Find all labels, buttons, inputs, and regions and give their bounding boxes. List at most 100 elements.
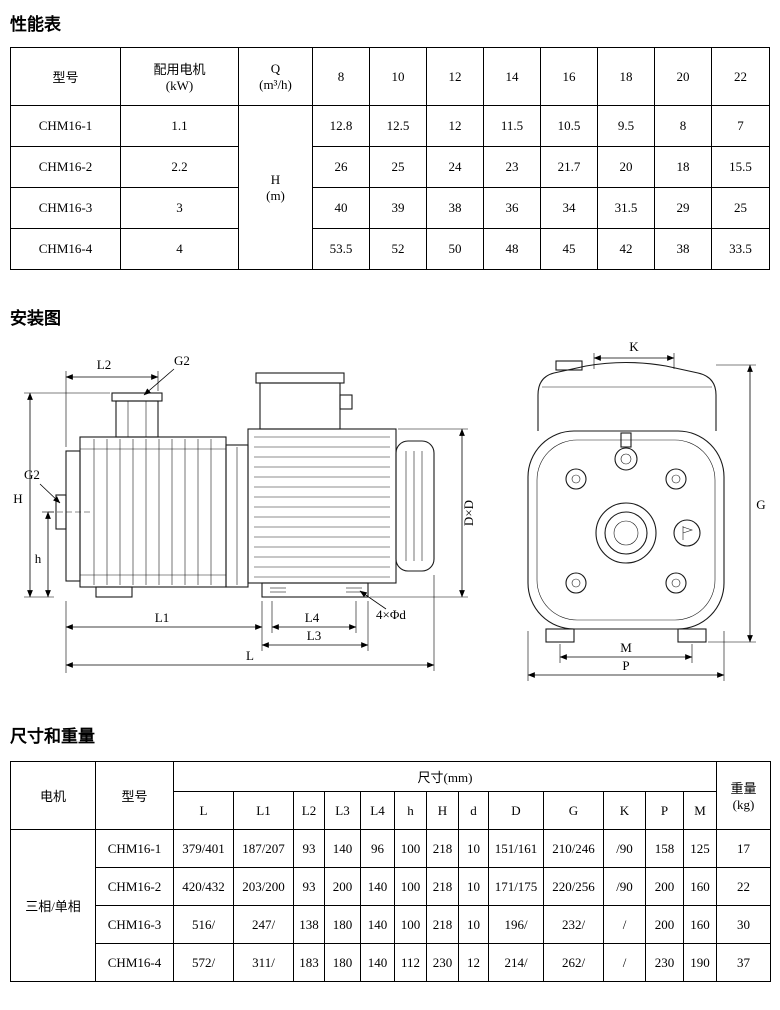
motor-body (247, 428, 435, 584)
head-value-cell: 20 (597, 146, 655, 188)
size-cell: 160 (683, 867, 717, 906)
mounting-feet (95, 582, 369, 598)
dimensions-section-title: 尺寸和重量 (10, 727, 95, 747)
size-cell: 230 (645, 943, 684, 982)
motor-power-cell: 2.2 (120, 146, 239, 188)
size-col: d (458, 791, 489, 830)
size-col: h (394, 791, 427, 830)
flange-face (527, 430, 725, 630)
size-cell: 180 (324, 905, 361, 944)
head-value-cell: 34 (540, 187, 598, 229)
col-header-motor: 电机 (10, 761, 96, 830)
size-cell: 100 (394, 829, 427, 868)
size-cell: 10 (458, 867, 489, 906)
size-cell: 214/ (488, 943, 544, 982)
head-value-cell: 12.5 (369, 105, 427, 147)
head-value-cell: 24 (426, 146, 484, 188)
size-cell: 125 (683, 829, 717, 868)
dim-label-M: M (620, 640, 632, 655)
size-cell: 190 (683, 943, 717, 982)
model-cell: CHM16-4 (10, 228, 121, 270)
table-row: CHM16-4 572/ 311/ 183 180 140 112 230 12… (11, 943, 771, 982)
size-cell: 171/175 (488, 867, 544, 906)
head-value-cell: 11.5 (483, 105, 541, 147)
table-row: CHM16-2 2.2 26 25 24 23 21.7 20 18 15.5 (10, 146, 770, 188)
dim-label-G: G (756, 497, 765, 512)
size-cell: 140 (324, 829, 361, 868)
size-cell: 151/161 (488, 829, 544, 868)
head-value-cell: 39 (369, 187, 427, 229)
head-value-cell: 53.5 (312, 228, 370, 270)
head-value-cell: 48 (483, 228, 541, 270)
size-col: L4 (360, 791, 395, 830)
model-cell: CHM16-2 (95, 867, 174, 906)
dimension-K: K (593, 339, 675, 369)
pump-front-view-drawing: K G (527, 339, 766, 681)
size-cell: 311/ (233, 943, 294, 982)
head-unit-cell: H (m) (238, 105, 313, 270)
col-header-size-group: 尺寸(mm) (173, 761, 717, 792)
pump-side-view-drawing: L2 G2 H G2 h D×D L1 (13, 353, 476, 673)
size-cell: 140 (360, 943, 395, 982)
size-cell: 203/200 (233, 867, 294, 906)
size-cell: 93 (293, 867, 325, 906)
model-cell: CHM16-1 (95, 829, 174, 868)
performance-section-title: 性能表 (10, 15, 61, 35)
size-cell: 420/432 (173, 867, 234, 906)
size-cell: 140 (360, 867, 395, 906)
size-col: P (645, 791, 684, 830)
dimension-P: P (527, 631, 725, 681)
terminal-box (255, 372, 353, 430)
size-cell: 262/ (543, 943, 604, 982)
size-cell: 160 (683, 905, 717, 944)
size-cell: 138 (293, 905, 325, 944)
col-header-model: 型号 (95, 761, 174, 830)
dim-label-L1: L1 (155, 610, 169, 625)
head-value-cell: 12 (426, 105, 484, 147)
head-value-cell: 8 (654, 105, 712, 147)
table-row: CHM16-3 3 40 39 38 36 34 31.5 29 25 (10, 187, 770, 229)
size-col: L1 (233, 791, 294, 830)
table-row: CHM16-2 420/432 203/200 93 200 140 100 2… (11, 867, 771, 906)
size-cell: 158 (645, 829, 684, 868)
size-col: H (426, 791, 459, 830)
table-row: CHM16-4 4 53.5 52 50 48 45 42 38 33.5 (10, 228, 770, 270)
head-value-cell: 15.5 (711, 146, 770, 188)
size-cell: 220/256 (543, 867, 604, 906)
head-value-cell: 38 (654, 228, 712, 270)
head-value-cell: 42 (597, 228, 655, 270)
size-col: L2 (293, 791, 325, 830)
dim-label-G2-top: G2 (174, 353, 190, 368)
flow-point: 10 (369, 47, 427, 106)
size-cell: 10 (458, 905, 489, 944)
col-header-motor-power: 配用电机 (kW) (120, 47, 239, 106)
dim-label-L2: L2 (97, 357, 111, 372)
size-cell: /90 (603, 829, 646, 868)
head-value-cell: 7 (711, 105, 770, 147)
size-cell: 10 (458, 829, 489, 868)
size-cell: 183 (293, 943, 325, 982)
size-cell: 112 (394, 943, 427, 982)
size-cell: 200 (645, 905, 684, 944)
head-value-cell: 33.5 (711, 228, 770, 270)
col-header-weight: 重量 (kg) (716, 761, 771, 830)
dim-label-L4: L4 (305, 610, 320, 625)
size-col: L (173, 791, 234, 830)
dim-label-L: L (246, 648, 254, 663)
size-cell: 218 (426, 829, 459, 868)
flow-point: 20 (654, 47, 712, 106)
head-value-cell: 40 (312, 187, 370, 229)
head-value-cell: 25 (369, 146, 427, 188)
weight-cell: 17 (716, 829, 771, 868)
size-cell: 230 (426, 943, 459, 982)
dimension-M: M (559, 640, 693, 663)
size-cell: 218 (426, 867, 459, 906)
size-cell: 140 (360, 905, 395, 944)
dim-label-H: H (13, 491, 22, 506)
head-value-cell: 50 (426, 228, 484, 270)
head-value-cell: 10.5 (540, 105, 598, 147)
size-cell: /90 (603, 867, 646, 906)
model-cell: CHM16-3 (10, 187, 121, 229)
size-col: K (603, 791, 646, 830)
size-col: L3 (324, 791, 361, 830)
